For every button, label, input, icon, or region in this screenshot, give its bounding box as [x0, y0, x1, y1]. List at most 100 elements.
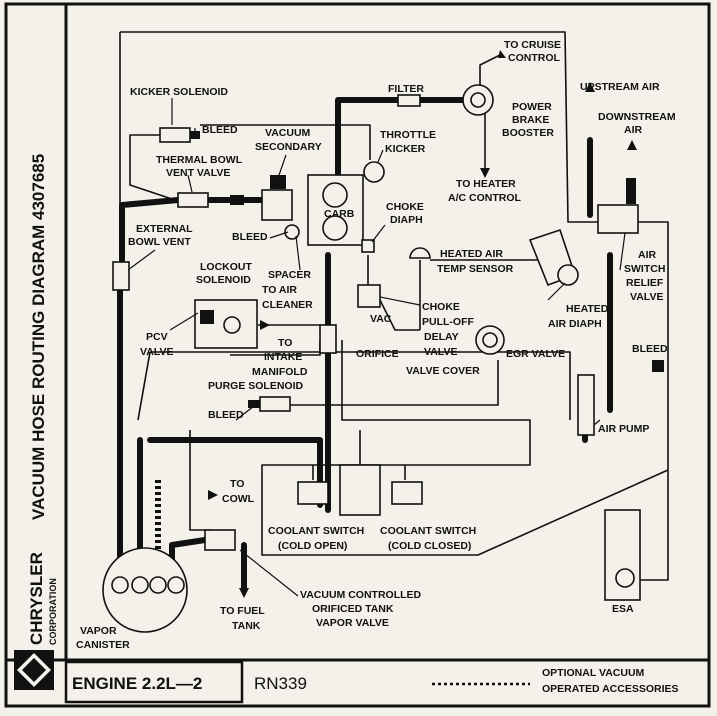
label-throttle-2: KICKER	[385, 143, 426, 155]
lockout-solenoid-component	[284, 224, 300, 240]
label-bleed-1: BLEED	[202, 124, 238, 136]
label-upstream-air: UPSTREAM AIR	[580, 81, 660, 93]
label-to-cowl-2: COWL	[222, 493, 255, 505]
label-vac: VAC	[370, 313, 392, 325]
brand-sub: CORPORATION	[48, 578, 58, 645]
label-spacer-3: CLEANER	[262, 299, 313, 311]
label-vcotvv-3: VAPOR VALVE	[316, 617, 389, 629]
engine-outline-line	[261, 221, 669, 556]
label-choke-pull-4: VALVE	[424, 346, 457, 358]
label-filter: FILTER	[388, 83, 424, 95]
label-power-3: BOOSTER	[502, 127, 554, 139]
label-heated-air-temp-2: TEMP SENSOR	[437, 263, 514, 275]
label-air-switch-2: SWITCH	[624, 263, 665, 275]
label-vcotvv-1: VACUUM CONTROLLED	[300, 589, 422, 601]
arrow-markers	[208, 50, 637, 598]
label-coolant-closed-2: (COLD CLOSED)	[388, 540, 471, 552]
power-brake-booster	[462, 84, 494, 116]
label-to-cruise-1: TO CRUISE	[504, 39, 561, 51]
filter-component	[397, 94, 421, 107]
esa-component	[604, 509, 641, 601]
label-esa: ESA	[612, 603, 634, 615]
label-to-intake-2: INTAKE	[264, 351, 302, 363]
label-power-2: BRAKE	[512, 114, 549, 126]
kicker-to-throttle-line	[200, 124, 371, 160]
carburetor	[307, 174, 364, 246]
label-power-1: POWER	[512, 101, 552, 113]
purge-to-egr-line	[290, 360, 499, 406]
vacuum-secondary-component	[261, 175, 293, 221]
bleed-1-marker	[230, 195, 244, 205]
esa-line	[640, 470, 669, 581]
orifice-component	[319, 324, 337, 354]
label-choke-diaph-2: DIAPH	[390, 214, 423, 226]
label-to-intake-1: TO	[278, 337, 292, 349]
throttle-kicker-component	[363, 161, 385, 183]
air-pump-component	[577, 374, 595, 436]
label-coolant-closed-1: COOLANT SWITCH	[380, 525, 476, 537]
label-spacer-1: SPACER	[268, 269, 311, 281]
label-carb: CARB	[324, 208, 355, 220]
carb-to-filter-hose	[335, 97, 401, 178]
leader-lines	[127, 98, 626, 597]
label-to-cruise-2: CONTROL	[508, 52, 560, 64]
label-spacer-2: TO AIR	[262, 284, 297, 296]
footer-engine: ENGINE 2.2L—2	[72, 674, 202, 693]
pcv-valve-component	[194, 299, 258, 349]
label-vapor-2: CANISTER	[76, 639, 130, 651]
label-heated-air-temp-1: HEATED AIR	[440, 248, 503, 260]
choke-pull-off-component	[357, 284, 381, 308]
label-thermal-2: VENT VALVE	[166, 167, 230, 179]
label-downstream-1: DOWNSTREAM	[598, 111, 676, 123]
label-valve-cover: VALVE COVER	[406, 365, 480, 377]
label-air-pump: AIR PUMP	[598, 423, 649, 435]
label-air-switch-3: RELIEF	[626, 277, 664, 289]
label-to-heater-1: TO HEATER	[456, 178, 516, 190]
outer-border	[4, 2, 711, 708]
label-vapor-1: VAPOR	[80, 625, 117, 637]
tank-vapor-valve-component	[204, 529, 236, 551]
footer-legend-2: OPERATED ACCESSORIES	[542, 683, 679, 695]
label-choke-pull-2: PULL-OFF	[422, 316, 474, 328]
label-vacuum-secondary-1: VACUUM	[265, 127, 311, 139]
engine-box	[64, 660, 244, 704]
label-bleed-2: BLEED	[232, 231, 268, 243]
valve-cover-left-line	[137, 351, 151, 421]
external-vent-hose	[119, 197, 181, 263]
label-kicker-solenoid: KICKER SOLENOID	[130, 86, 228, 98]
label-coolant-open-1: COOLANT SWITCH	[268, 525, 364, 537]
label-pcv-1: PCV	[146, 331, 168, 343]
heated-air-diaph-component	[528, 228, 579, 287]
label-choke-pull-3: DELAY	[424, 331, 459, 343]
label-thermal-1: THERMAL BOWL	[156, 154, 243, 166]
label-to-fuel-2: TANK	[232, 620, 261, 632]
label-downstream-2: AIR	[624, 124, 643, 136]
label-coolant-open-2: (COLD OPEN)	[278, 540, 347, 552]
external-bowl-vent-component	[112, 261, 130, 291]
kicker-solenoid-line	[129, 134, 176, 201]
egr-valve-component	[475, 325, 505, 355]
air-switch-relief-valve-component	[597, 178, 639, 234]
choke-diaph-component	[361, 239, 375, 253]
label-bleed-3: BLEED	[632, 343, 668, 355]
cowl-line	[189, 430, 210, 531]
label-lockout-2: SOLENOID	[196, 274, 251, 286]
bleed-3-marker	[652, 360, 664, 372]
valve-cover-line	[150, 351, 571, 420]
choke-pull-off-line	[379, 299, 420, 331]
footer-legend-1: OPTIONAL VACUUM	[542, 667, 645, 679]
label-choke-diaph-1: CHOKE	[386, 201, 424, 213]
label-choke-pull-1: CHOKE	[422, 301, 460, 313]
label-orifice: ORIFICE	[356, 348, 399, 360]
label-heated-air-diaph-1: HEATED	[566, 303, 609, 315]
purge-solenoid-component	[248, 396, 291, 412]
label-throttle-1: THROTTLE	[380, 129, 436, 141]
label-vacuum-secondary-2: SECONDARY	[255, 141, 322, 153]
label-lockout-1: LOCKOUT	[200, 261, 252, 273]
label-external-1: EXTERNAL	[136, 223, 193, 235]
footer-code: RN339	[254, 674, 307, 693]
coolant-switches	[297, 464, 423, 516]
label-air-switch-4: VALVE	[630, 291, 663, 303]
